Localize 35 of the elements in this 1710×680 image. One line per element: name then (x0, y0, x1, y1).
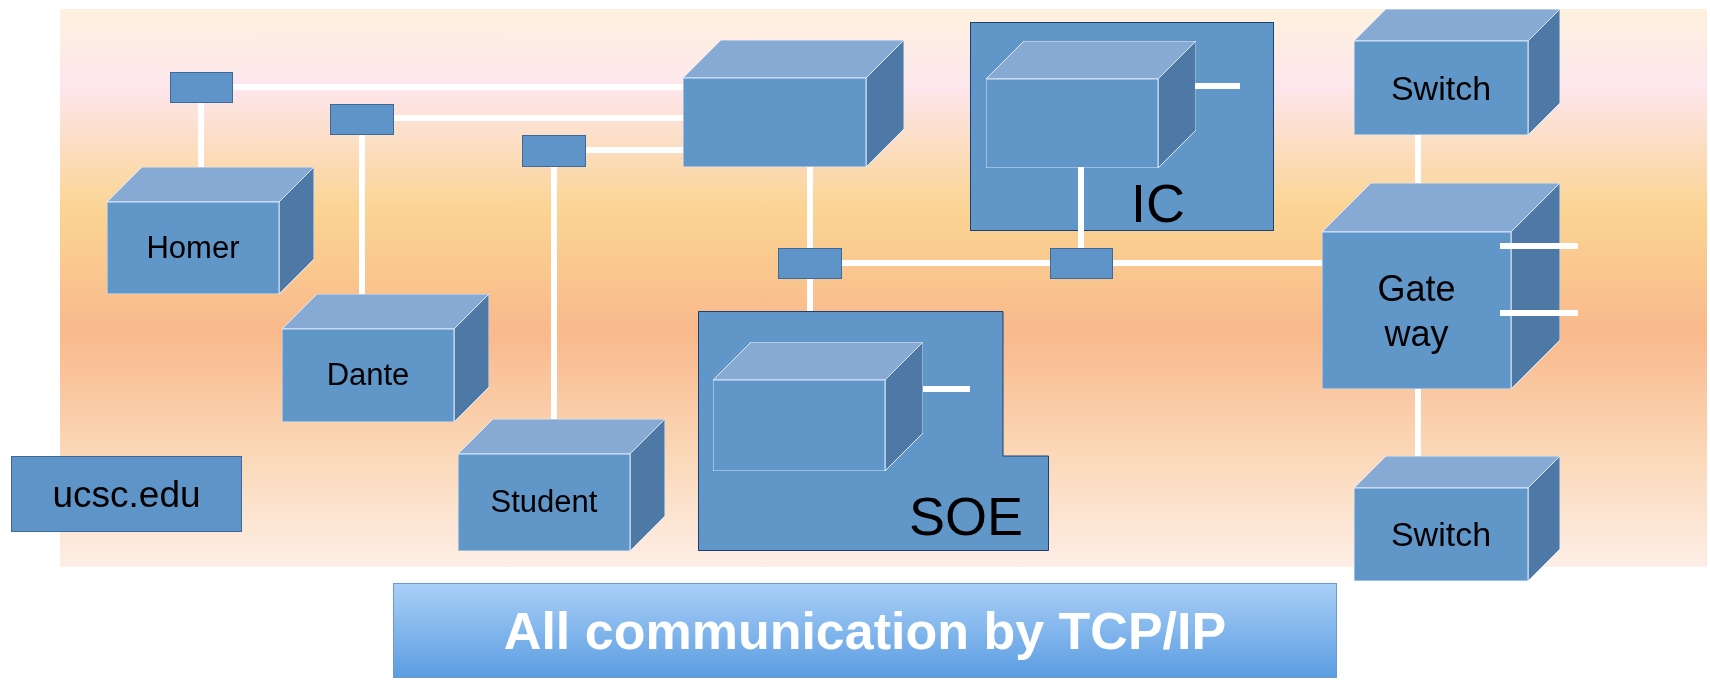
network-link (1113, 260, 1322, 266)
network-link (1078, 167, 1084, 248)
network-panel (970, 22, 1274, 231)
network-link (586, 147, 683, 153)
cable-stub (1195, 83, 1240, 89)
banner (393, 583, 1337, 678)
cable-stub (1500, 243, 1578, 249)
network-hub (330, 104, 394, 135)
network-link (1415, 389, 1421, 456)
network-link (233, 84, 683, 90)
node-label: Switch (1390, 67, 1492, 109)
node-label: SOE (908, 489, 1023, 543)
node-label: ucsc.edu (52, 475, 201, 513)
cable-stub (1500, 310, 1578, 316)
domain-box (11, 456, 242, 532)
network-hub (1050, 248, 1113, 279)
node-label: Gate way (1376, 266, 1457, 356)
network-hub (522, 135, 586, 167)
node-label: Homer (146, 228, 240, 267)
network-link (551, 167, 557, 419)
network-hub (778, 248, 842, 279)
node-label: IC (1131, 176, 1185, 230)
network-link (1415, 135, 1421, 183)
network-panel (698, 311, 1049, 551)
network-link (359, 135, 365, 294)
node-label: Dante (326, 356, 410, 395)
network-link (198, 103, 204, 167)
node-label: Student (490, 483, 598, 522)
network-link (842, 260, 1050, 266)
cable-stub (923, 386, 970, 392)
network-link (394, 115, 683, 121)
node-label: Switch (1390, 514, 1492, 556)
network-link (807, 167, 813, 248)
network-hub (170, 72, 233, 103)
network-link (807, 279, 813, 311)
